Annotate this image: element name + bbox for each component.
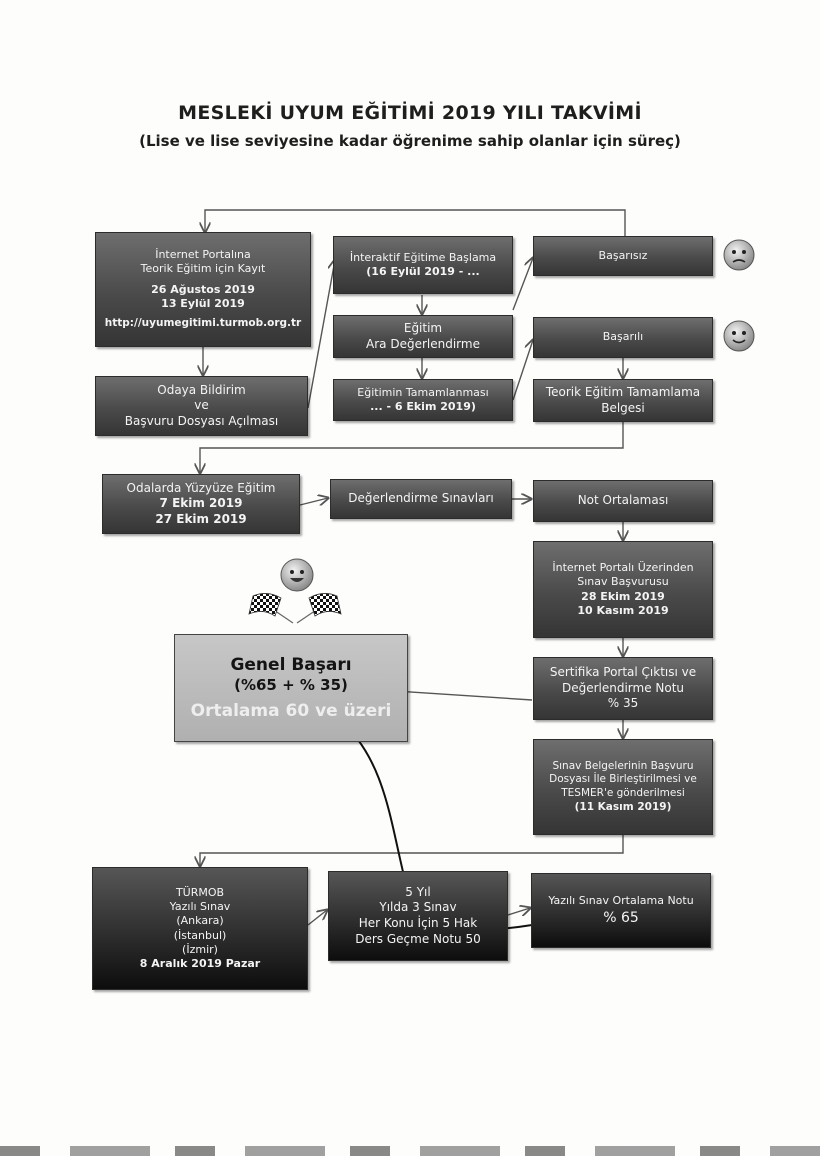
tesmer-box: Sınav Belgelerinin Başvuru Dosyası İle B… [533,739,713,835]
yuzyuze-line3: 27 Ekim 2019 [155,511,247,526]
sinav-basvurusu-box: İnternet Portalı Üzerinden Sınav Başvuru… [533,541,713,638]
turmob-line1: TÜRMOB [175,885,225,899]
portal-kayit-box: İnternet Portalına Teorik Eğitim için Ka… [95,232,311,347]
basarisiz-box: Başarısız [533,236,713,276]
odaya-line3: Başvuru Dosyası Açılması [124,413,279,428]
interaktif-line2: (16 Eylül 2019 - ... [366,265,480,278]
ara-line1: Eğitim [403,320,443,335]
portal-url: http://uyumegitimi.turmob.org.tr [104,317,302,330]
not-ortalamasi-label: Not Ortalaması [577,493,669,508]
besyil-line3: Her Konu İçin 5 Hak [358,916,478,930]
tamamlanmasi-box: Eğitimin Tamamlanması ... - 6 Ekim 2019) [333,379,513,421]
turmob-line4: (İstanbul) [173,928,227,942]
odaya-bildirim-box: Odaya Bildirim ve Başvuru Dosyası Açılma… [95,376,308,436]
sinav-line4: 10 Kasım 2019 [577,603,669,617]
sinav-line1: İnternet Portalı Üzerinden [552,560,694,574]
tesmer-line4: (11 Kasım 2019) [574,800,672,813]
interaktif-box: İnteraktif Eğitime Başlama (16 Eylül 201… [333,236,513,294]
smiley-basarili-icon [723,320,755,352]
portal-date2: 13 Eylül 2019 [161,296,245,310]
sertifika-line2: Değerlendirme Notu [561,680,685,695]
tesmer-line3: TESMER'e gönderilmesi [561,787,685,799]
tesmer-line1: Sınav Belgelerinin Başvuru [552,759,694,772]
basarisiz-label: Başarısız [598,248,648,262]
page-title: MESLEKİ UYUM EĞİTİMİ 2019 YILI TAKVİMİ [178,102,642,124]
yazili-line1: Yazılı Sınav Ortalama Notu [548,894,694,908]
genel-basari-threshold: Ortalama 60 ve üzeri [190,700,392,721]
turmob-sinav-box: TÜRMOB Yazılı Sınav (Ankara) (İstanbul) … [92,867,308,990]
tesmer-line2: Dosyası İle Birleştirilmesi ve [549,773,697,786]
yazili-line2: % 65 [603,909,639,926]
degerlendirme-sinavlari-box: Değerlendirme Sınavları [330,479,512,519]
smiley-basarisiz-icon [723,239,755,271]
turmob-line5: (İzmir) [182,942,218,956]
not-ortalamasi-box: Not Ortalaması [533,480,713,522]
genel-basari-formula: (%65 + % 35) [234,676,348,695]
odaya-line1: Odaya Bildirim [157,382,246,397]
odaya-line2: ve [194,398,209,413]
ara-line2: Ara Değerlendirme [366,336,480,351]
basarili-box: Başarılı [533,317,713,358]
sertifika-box: Sertifika Portal Çıktısı ve Değerlendirm… [533,657,713,720]
genel-basari-title: Genel Başarı [230,655,352,676]
tamamlama-belgesi-box: Teorik Eğitim Tamamlama Belgesi [533,379,713,422]
yuzyuze-egitim-box: Odalarda Yüzyüze Eğitim 7 Ekim 2019 27 E… [102,474,300,534]
sinav-line3: 28 Ekim 2019 [581,589,665,603]
portal-date1: 26 Ağustos 2019 [151,282,255,296]
yuzyuze-line2: 7 Ekim 2019 [159,496,243,511]
page-subtitle: (Lise ve lise seviyesine kadar öğrenime … [139,132,681,150]
tamamlanmasi-line2: ... - 6 Ekim 2019) [370,400,476,413]
smiley-winner-icon [280,558,314,592]
turmob-line6: 8 Aralık 2019 Pazar [139,957,261,971]
bes-yil-box: 5 Yıl Yılda 3 Sınav Her Konu İçin 5 Hak … [328,871,508,961]
yuzyuze-line1: Odalarda Yüzyüze Eğitim [126,480,276,495]
interaktif-line1: İnteraktif Eğitime Başlama [349,250,497,264]
scan-edge [0,1146,820,1156]
sinav-line2: Sınav Başvurusu [577,575,669,589]
turmob-line2: Yazılı Sınav [169,899,231,913]
genel-basari-box: Genel Başarı (%65 + % 35) Ortalama 60 ve… [174,634,408,742]
besyil-line1: 5 Yıl [405,884,431,899]
checkered-flags-icon [248,593,342,624]
sertifika-line1: Sertifika Portal Çıktısı ve [549,665,697,680]
sertifika-line3: % 35 [607,696,639,711]
belge-line1: Teorik Eğitim Tamamlama [545,384,701,399]
ara-degerlendirme-box: Eğitim Ara Değerlendirme [333,315,513,358]
belge-line2: Belgesi [601,400,645,415]
besyil-line2: Yılda 3 Sınav [379,900,457,915]
basarili-label: Başarılı [602,330,644,344]
turmob-line3: (Ankara) [176,914,224,928]
besyil-line4: Ders Geçme Notu 50 [355,931,481,946]
portal-line2: Teorik Eğitim için Kayıt [140,262,266,276]
degerlendirme-label: Değerlendirme Sınavları [348,491,494,506]
yazili-ortalama-box: Yazılı Sınav Ortalama Notu % 65 [531,873,711,948]
tamamlanmasi-line1: Eğitimin Tamamlanması [357,385,489,399]
portal-line1: İnternet Portalına [155,248,251,262]
